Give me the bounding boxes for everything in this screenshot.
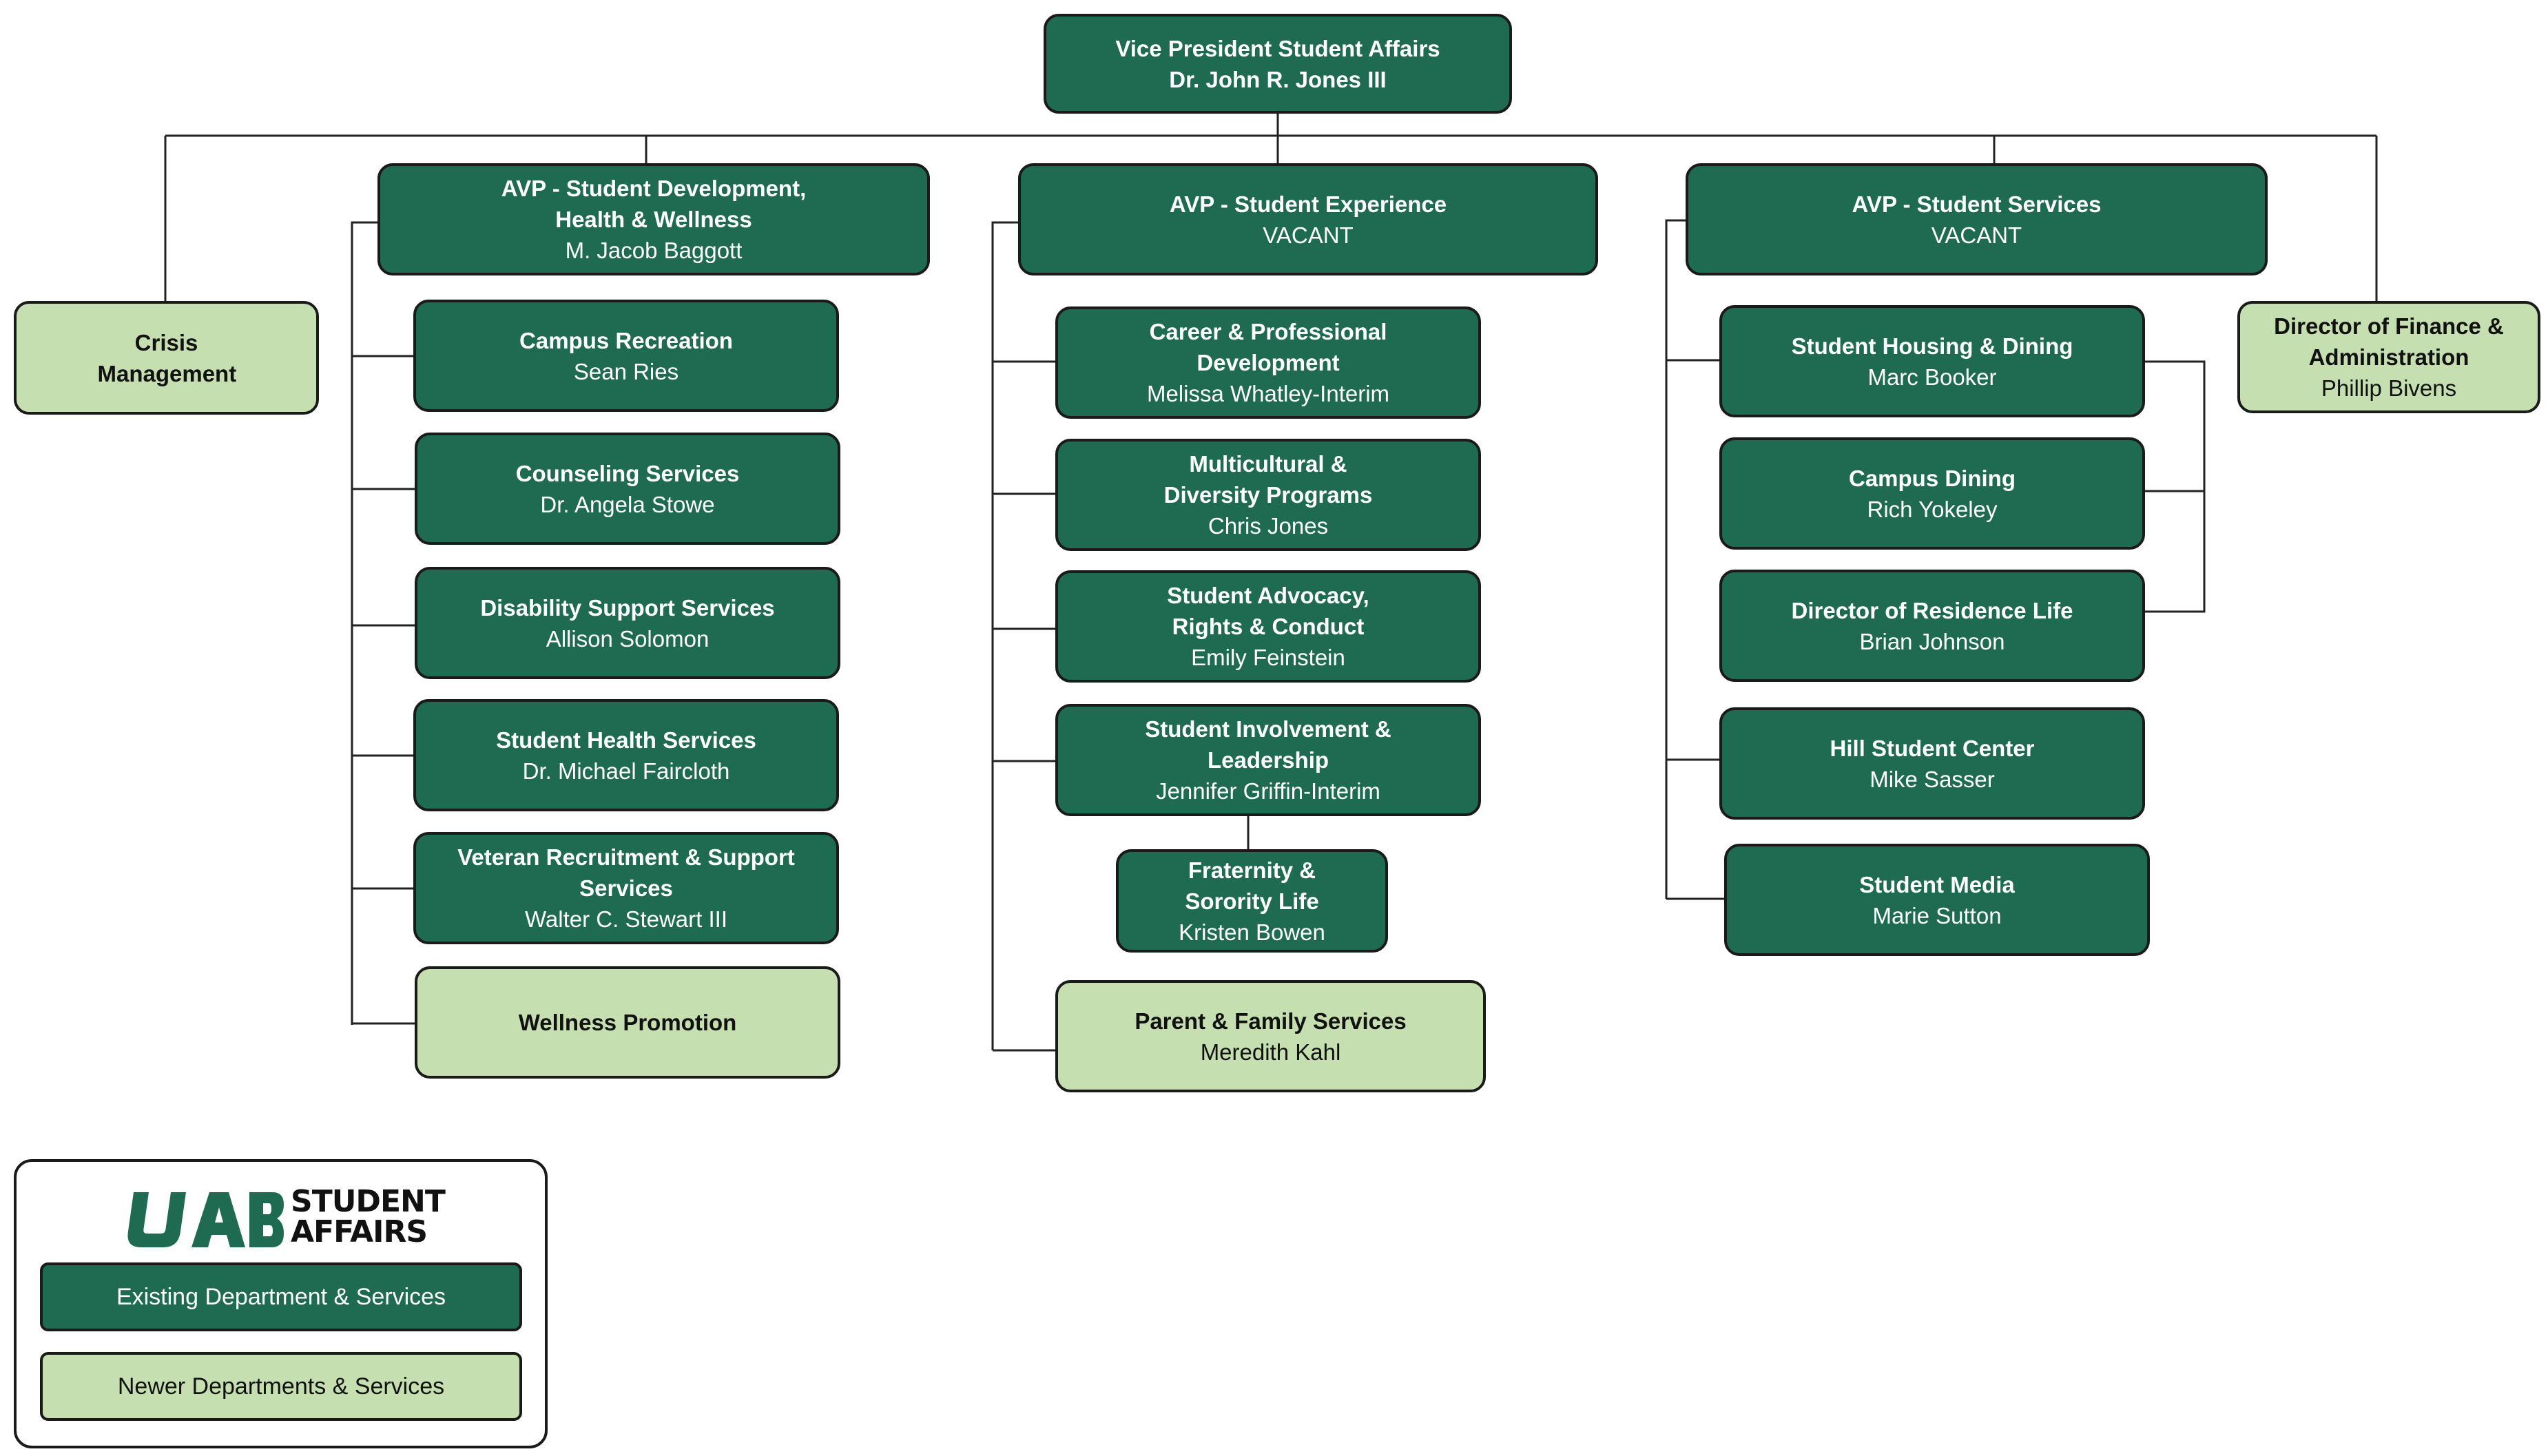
unit-title-line2: Leadership [1207, 747, 1329, 773]
unit-multicultural-diversity: Multicultural & Diversity Programs Chris… [1055, 439, 1481, 551]
unit-residence-life: Director of Residence Life Brian Johnson [1719, 570, 2145, 682]
finance-title-line2: Administration [2308, 344, 2469, 370]
crisis-title: Crisis Management [97, 329, 237, 386]
unit-head: Emily Feinstein [1191, 645, 1345, 670]
legend-newer: Newer Departments & Services [40, 1352, 522, 1421]
unit-title: Parent & Family Services [1135, 1008, 1407, 1034]
vp-title: Vice President Student Affairs [1115, 35, 1440, 61]
unit-title: Campus Dining [1848, 465, 2016, 491]
vp-box: Vice President Student Affairs Dr. John … [1044, 14, 1512, 114]
unit-title-line1: Career & Professional [1149, 319, 1387, 344]
unit-title-line2: Sorority Life [1185, 888, 1319, 914]
avp-experience-name: VACANT [1263, 222, 1354, 248]
unit-head: Allison Solomon [546, 625, 709, 652]
unit-campus-recreation: Campus Recreation Sean Ries [413, 300, 839, 412]
unit-title-line1: Student Involvement & [1145, 716, 1391, 742]
unit-student-media: Student Media Marie Sutton [1724, 844, 2150, 956]
logo-word-student: STUDENT [291, 1184, 446, 1219]
unit-title: Counseling Services [515, 460, 740, 486]
unit-title: Campus Recreation [519, 327, 733, 353]
unit-housing-dining: Student Housing & Dining Marc Booker [1719, 305, 2145, 417]
unit-campus-dining: Campus Dining Rich Yokeley [1719, 437, 2145, 550]
unit-head: Marc Booker [1867, 364, 1997, 390]
avp-services-title: AVP - Student Services [1852, 191, 2102, 217]
unit-title: Director of Residence Life [1791, 597, 2073, 623]
unit-title: Disability Support Services [480, 594, 775, 621]
unit-title: Student Health Services [496, 727, 756, 753]
unit-head: Marie Sutton [1872, 902, 2002, 928]
unit-career-development: Career & Professional Development Meliss… [1055, 306, 1481, 419]
unit-head: Dr. Angela Stowe [540, 491, 715, 517]
unit-head: Melissa Whatley-Interim [1146, 381, 1390, 406]
unit-head: Sean Ries [573, 358, 679, 384]
vp-name: Dr. John R. Jones III [1169, 66, 1387, 92]
unit-title: Hill Student Center [1830, 735, 2035, 761]
avp-development-box: AVP - Student Development, Health & Well… [377, 163, 930, 275]
unit-title-line1: Veteran Recruitment & Support [457, 844, 795, 870]
unit-student-advocacy: Student Advocacy, Rights & Conduct Emily… [1055, 570, 1481, 683]
unit-title-line2: Development [1197, 350, 1340, 375]
avp-services-name: VACANT [1931, 222, 2022, 248]
unit-disability-support: Disability Support Services Allison Solo… [415, 567, 840, 679]
unit-head: Mike Sasser [1869, 766, 1995, 792]
legend: STUDENT AFFAIRS Existing Department & Se… [14, 1159, 548, 1448]
unit-wellness-promotion: Wellness Promotion [415, 966, 840, 1079]
unit-veteran-recruitment: Veteran Recruitment & Support Services W… [413, 832, 839, 944]
avp-experience-box: AVP - Student Experience VACANT [1018, 163, 1598, 275]
legend-newer-label: Newer Departments & Services [117, 1373, 445, 1400]
unit-hill-student-center: Hill Student Center Mike Sasser [1719, 707, 2145, 820]
avp-development-title-line1: AVP - Student Development, [501, 176, 807, 201]
logo-word-affairs: AFFAIRS [291, 1214, 428, 1249]
unit-fraternity-sorority: Fraternity & Sorority Life Kristen Bowen [1116, 849, 1388, 953]
legend-existing: Existing Department & Services [40, 1262, 522, 1331]
legend-existing-label: Existing Department & Services [116, 1283, 446, 1310]
uab-student-affairs-logo: STUDENT AFFAIRS [127, 1187, 457, 1256]
unit-head: Dr. Michael Faircloth [522, 758, 730, 784]
avp-services-box: AVP - Student Services VACANT [1686, 163, 2268, 275]
unit-title: Student Media [1859, 871, 2015, 897]
unit-head: Brian Johnson [1859, 628, 2005, 654]
avp-development-title-line2: Health & Wellness [555, 207, 752, 232]
avp-experience-title: AVP - Student Experience [1169, 191, 1447, 217]
unit-head: Walter C. Stewart III [524, 906, 727, 932]
unit-title-line2: Services [579, 875, 673, 901]
avp-development-name: M. Jacob Baggott [565, 238, 743, 263]
unit-title-line1: Multicultural & [1189, 451, 1347, 477]
uab-logo-mark [127, 1192, 284, 1247]
unit-head: Chris Jones [1208, 513, 1329, 539]
logo-wordmark: STUDENT AFFAIRS [291, 1184, 446, 1249]
finance-name: Phillip Bivens [2321, 375, 2457, 401]
unit-title-line2: Rights & Conduct [1172, 614, 1365, 639]
unit-title-line1: Student Advocacy, [1167, 583, 1369, 608]
finance-director-box: Director of Finance & Administration Phi… [2237, 301, 2540, 413]
unit-head: Meredith Kahl [1200, 1039, 1341, 1065]
unit-title-line2: Diversity Programs [1163, 482, 1373, 508]
crisis-management-box: Crisis Management [14, 301, 319, 415]
unit-head: Jennifer Griffin-Interim [1156, 778, 1380, 804]
unit-head: Rich Yokeley [1867, 496, 1998, 522]
unit-title: Student Housing & Dining [1791, 333, 2073, 359]
unit-head: Kristen Bowen [1179, 919, 1325, 945]
unit-student-involvement: Student Involvement & Leadership Jennife… [1055, 704, 1481, 816]
unit-parent-family: Parent & Family Services Meredith Kahl [1055, 980, 1486, 1092]
unit-student-health: Student Health Services Dr. Michael Fair… [413, 699, 839, 811]
unit-title-line1: Fraternity & [1188, 857, 1316, 883]
finance-title-line1: Director of Finance & [2274, 313, 2504, 339]
unit-counseling-services: Counseling Services Dr. Angela Stowe [415, 433, 840, 545]
unit-title: Wellness Promotion [518, 1010, 737, 1035]
